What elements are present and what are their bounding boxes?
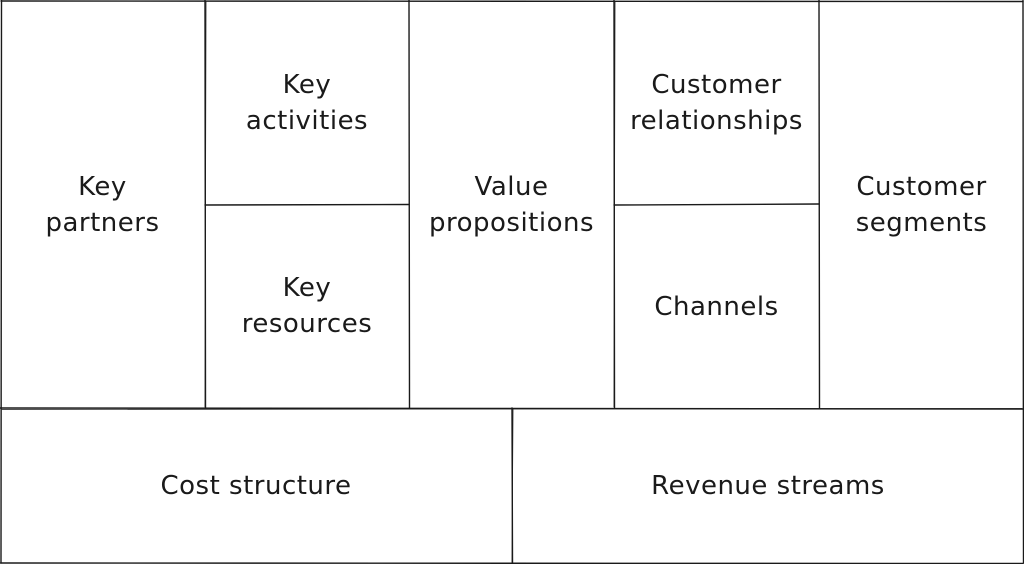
- customer-segments-label-line2: segments: [855, 208, 988, 238]
- value-propositions-label-line2: propositions: [428, 208, 595, 238]
- customer-relationships-label-line2: relationships: [630, 105, 803, 136]
- value-propositions-label: Value propositions: [429, 169, 594, 241]
- value-propositions-block[interactable]: Value propositions: [409, 0, 614, 408]
- key-resources-label: Key resources: [242, 270, 373, 342]
- key-resources-label-line2: resources: [241, 308, 373, 339]
- key-activities-label: Key activities: [246, 67, 368, 139]
- key-activities-label-line2: activities: [245, 105, 369, 136]
- customer-relationships-block[interactable]: Customer relationships: [614, 0, 819, 205]
- key-resources-label-line1: Key: [282, 272, 332, 303]
- revenue-streams-label-line1: Revenue streams: [651, 471, 885, 501]
- key-resources-block[interactable]: Key resources: [205, 205, 409, 408]
- key-activities-block[interactable]: Key activities: [205, 0, 409, 205]
- channels-label: Channels: [654, 289, 778, 325]
- customer-segments-label-line1: Customer: [856, 172, 987, 202]
- cost-structure-block[interactable]: Cost structure: [0, 408, 512, 564]
- revenue-streams-block[interactable]: Revenue streams: [512, 408, 1024, 564]
- channels-label-line1: Channels: [654, 291, 779, 322]
- key-activities-label-line1: Key: [282, 69, 332, 100]
- customer-segments-block[interactable]: Customer segments: [819, 0, 1024, 408]
- cost-structure-label: Cost structure: [160, 468, 351, 504]
- customer-relationships-label-line1: Customer: [651, 69, 782, 100]
- key-partners-label-line2: partners: [45, 208, 160, 238]
- revenue-streams-label: Revenue streams: [651, 468, 885, 504]
- customer-relationships-label: Customer relationships: [630, 67, 803, 139]
- channels-block[interactable]: Channels: [614, 205, 819, 408]
- cost-structure-label-line1: Cost structure: [160, 471, 352, 501]
- key-partners-label-line1: Key: [78, 172, 127, 202]
- customer-segments-label: Customer segments: [856, 169, 988, 241]
- key-partners-block[interactable]: Key partners: [0, 0, 205, 408]
- key-partners-label: Key partners: [45, 169, 159, 241]
- value-propositions-label-line1: Value: [474, 172, 549, 202]
